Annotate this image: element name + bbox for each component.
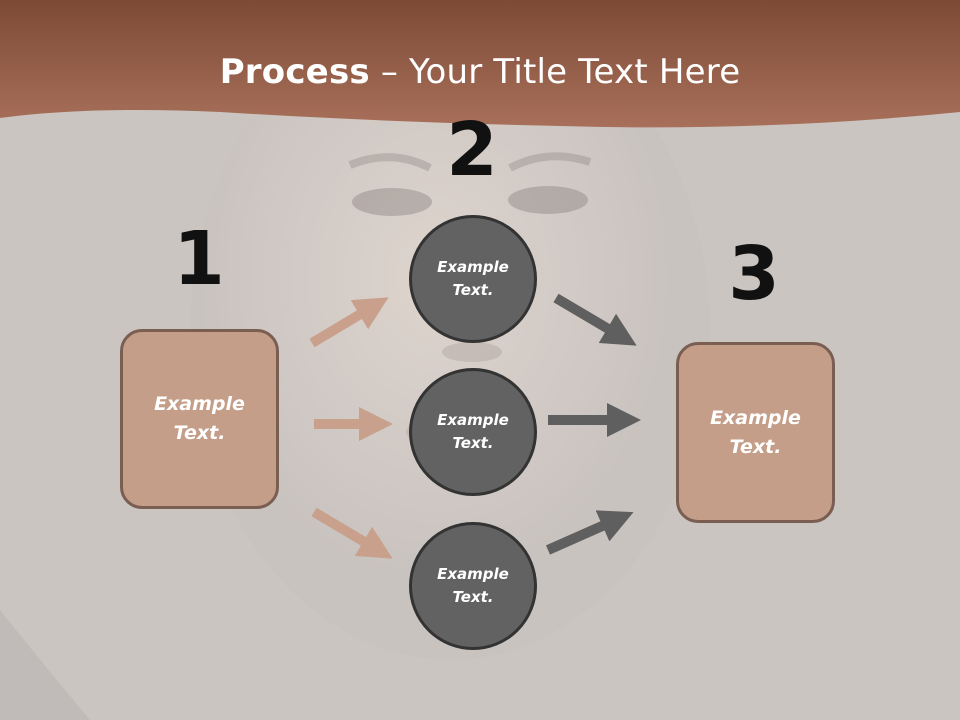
circle-middle: Example Text.	[409, 368, 537, 496]
step-1-text-line2: Text.	[173, 422, 226, 444]
step-3-box: Example Text.	[676, 342, 835, 523]
arrow-1-to-circle-top	[309, 297, 389, 348]
circle-middle-text-line2: Text.	[452, 434, 494, 452]
title-bold: Process	[219, 52, 370, 92]
circle-top-text-line1: Example	[437, 258, 509, 276]
arrow-1-to-circle-bottom	[311, 507, 393, 559]
circle-bottom: Example Text.	[409, 522, 537, 650]
circle-top: Example Text.	[409, 215, 537, 343]
circle-middle-text-line1: Example	[437, 411, 509, 429]
circle-bottom-text-line2: Text.	[452, 588, 494, 606]
step-1-text-line1: Example	[154, 393, 245, 415]
slide-title: Process – Your Title Text Here	[0, 52, 960, 92]
step-number-2: 2	[446, 107, 498, 193]
step-1-box: Example Text.	[120, 329, 279, 509]
step-number-1: 1	[173, 216, 225, 302]
title-rest: – Your Title Text Here	[369, 52, 741, 92]
step-number-3: 3	[728, 231, 780, 317]
arrow-circle-top-to-3	[553, 293, 637, 346]
circle-bottom-text-line1: Example	[437, 565, 509, 583]
step-3-text-line2: Text.	[729, 435, 782, 458]
circle-top-text-line2: Text.	[452, 281, 494, 299]
step-3-text-line1: Example	[710, 406, 801, 429]
arrow-circle-bottom-to-3	[545, 510, 634, 555]
